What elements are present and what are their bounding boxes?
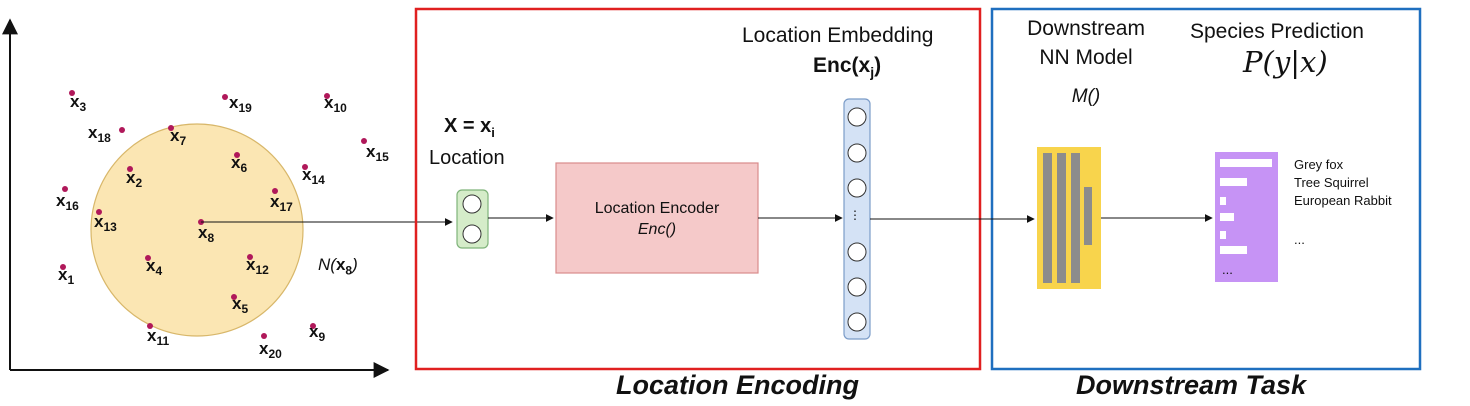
location-point <box>231 294 237 300</box>
point-label: x16 <box>56 191 79 213</box>
point-label: x4 <box>146 256 163 278</box>
location-point <box>69 90 75 96</box>
location-point <box>361 138 367 144</box>
point-label: x2 <box>126 168 143 190</box>
point-label: x14 <box>302 165 325 187</box>
prediction-bar <box>1220 197 1226 205</box>
embedding-neuron <box>847 143 867 163</box>
location-point <box>62 186 68 192</box>
embedding-neuron <box>847 312 867 332</box>
point-label: x13 <box>94 212 117 234</box>
prediction-bar <box>1220 159 1272 167</box>
location-point <box>324 93 330 99</box>
location-point <box>272 188 278 194</box>
input-caption: Location <box>429 147 505 169</box>
point-label: x3 <box>70 92 87 114</box>
location-encoder-box <box>555 162 759 274</box>
point-label: x1 <box>58 265 75 287</box>
location-point <box>310 323 316 329</box>
model-title-line1: Downstream <box>1027 17 1145 40</box>
point-label: x5 <box>232 294 249 316</box>
prediction-title: Species Prediction <box>1190 20 1364 43</box>
location-point <box>168 125 174 131</box>
embedding-neurons <box>847 107 867 332</box>
point-label: x6 <box>231 153 248 175</box>
section-title-location-encoding: Location Encoding <box>616 370 859 400</box>
encoder-function: Enc() <box>637 221 677 238</box>
point-label: x15 <box>366 142 389 164</box>
location-point <box>119 127 125 133</box>
model-layer-bar <box>1043 153 1052 283</box>
species-class-label: European Rabbit <box>1294 193 1392 208</box>
model-layer-bar <box>1071 153 1080 283</box>
input-equation: X = xi <box>444 115 495 140</box>
downstream-task-box <box>990 7 1422 371</box>
embedding-title: Location Embedding <box>742 24 934 47</box>
prediction-bar <box>1220 231 1226 239</box>
location-point <box>60 264 66 270</box>
location-point <box>127 166 133 172</box>
location-encoding-box <box>414 7 982 371</box>
prediction-bar <box>1220 178 1247 186</box>
embedding-function: Enc(xj) <box>813 54 882 81</box>
embedding-neuron <box>847 107 867 127</box>
location-point <box>147 323 153 329</box>
point-label: x11 <box>147 326 170 348</box>
encoder-title: Location Encoder <box>594 200 720 217</box>
location-point <box>261 333 267 339</box>
model-layer-bar <box>1084 187 1092 245</box>
location-point <box>145 255 151 261</box>
species-class-label: Grey fox <box>1294 157 1344 172</box>
species-class-label: ... <box>1294 232 1305 247</box>
point-label: x17 <box>270 192 293 214</box>
point-label: x20 <box>259 339 282 361</box>
point-label: x10 <box>324 93 347 115</box>
prediction-bar <box>1220 213 1234 221</box>
input-neuron <box>462 224 482 244</box>
model-function: M() <box>1071 86 1101 107</box>
point-label: x12 <box>246 255 269 277</box>
points-layer <box>60 90 367 339</box>
point-label: x8 <box>198 223 215 245</box>
location-point <box>247 254 253 260</box>
point-label: x9 <box>309 322 326 344</box>
species-class-label: Tree Squirrel <box>1294 175 1369 190</box>
neighborhood-label: N(x8) <box>318 255 358 278</box>
model-title-line2: NN Model <box>1039 46 1133 69</box>
embedding-ellipsis: ⋮ <box>849 208 861 222</box>
point-label: x19 <box>229 93 252 115</box>
location-point <box>234 152 240 158</box>
prediction-formula: P(y|x) <box>1243 45 1328 79</box>
prediction-list-ellipsis: ... <box>1222 262 1233 277</box>
point-label: x7 <box>170 126 187 148</box>
neighborhood-circle <box>90 123 304 337</box>
section-title-downstream-task: Downstream Task <box>1076 370 1307 400</box>
model-layer-bar <box>1057 153 1066 283</box>
location-point <box>302 164 308 170</box>
embedding-neuron <box>847 277 867 297</box>
point-label: x18 <box>88 123 111 145</box>
location-point <box>96 209 102 215</box>
input-neuron <box>462 194 482 214</box>
embedding-neuron <box>847 242 867 262</box>
prediction-bar <box>1220 246 1247 254</box>
location-point <box>222 94 228 100</box>
embedding-neuron <box>847 178 867 198</box>
